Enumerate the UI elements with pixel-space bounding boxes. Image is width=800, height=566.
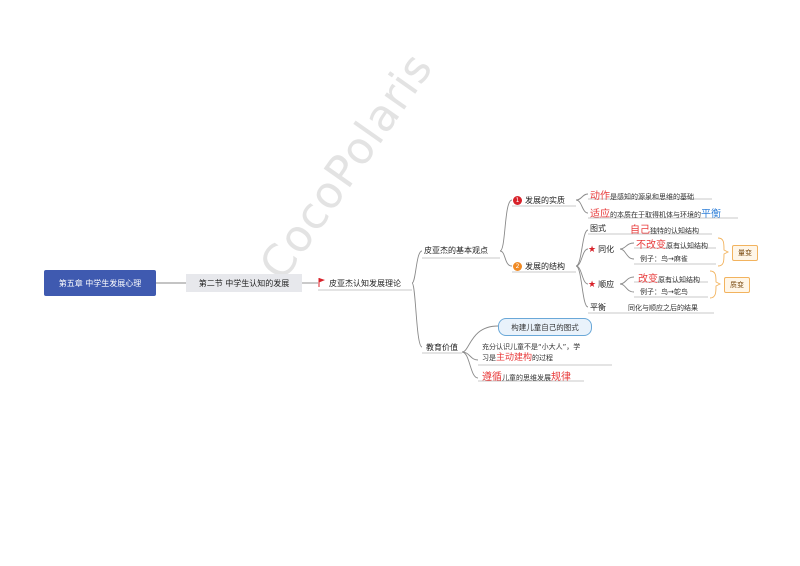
link-basic-structure — [499, 250, 513, 267]
key-action: 动作 — [590, 191, 610, 202]
essence-line-1-rest: 是感知的源泉和思维的基础 — [610, 193, 694, 201]
star-icon: ★ — [588, 280, 597, 290]
assimilation-line-1: 不改变原有认知结构 — [636, 236, 708, 251]
key-law: 规律 — [551, 372, 571, 383]
section-node[interactable]: 第二节 中学生认知的发展 — [186, 274, 302, 292]
accommodation-label: 顺应 — [598, 280, 615, 289]
link-essence-1 — [575, 193, 589, 201]
link-structure-balance — [575, 265, 589, 308]
accommodation-example: 例子：鸟→鸵鸟 — [640, 288, 688, 296]
link-theory-edu — [411, 282, 423, 348]
balance-text: 同化与顺应之后的结果 — [628, 304, 698, 312]
edu-line-2: 遵循儿童的思维发展规律 — [482, 368, 571, 383]
edu-line-1b-pre: 习是 — [482, 354, 496, 362]
assimilation-rest: 原有认知结构 — [666, 242, 708, 250]
brace-quant — [717, 237, 730, 267]
assimilation-label: 同化 — [598, 245, 615, 254]
key-follow: 遵循 — [482, 372, 502, 383]
key-change: 改变 — [638, 274, 658, 285]
brace-qual — [709, 270, 722, 299]
theory-label: 皮亚杰认知发展理论 — [329, 279, 401, 288]
theory-node[interactable]: 皮亚杰认知发展理论 — [318, 278, 401, 289]
link-accom-2 — [619, 283, 635, 293]
essence-line-1: 动作是感知的源泉和思维的基础 — [590, 187, 694, 202]
link-assim-1 — [619, 242, 635, 250]
structure-label: 发展的结构 — [525, 262, 565, 271]
essence-label: 发展的实质 — [525, 196, 565, 205]
key-self: 自己 — [630, 225, 650, 236]
qualitative-change-tag[interactable]: 质变 — [724, 277, 750, 293]
basic-viewpoints-node[interactable]: 皮亚杰的基本观点 — [424, 246, 488, 255]
schema-node[interactable]: 图式 — [590, 224, 606, 233]
essence-line-2: 适应的本质在于取得机体与环境的平衡 — [590, 205, 721, 220]
root-node[interactable]: 第五章 中学生发展心理 — [44, 270, 156, 296]
assimilation-example: 例子：鸟→麻雀 — [640, 255, 688, 263]
badge-one: 1 — [513, 196, 522, 205]
link-edu-2 — [461, 351, 479, 379]
link-structure-schema — [575, 229, 589, 267]
key-no-change: 不改变 — [636, 240, 666, 251]
key-balance: 平衡 — [701, 209, 721, 220]
balance-node[interactable]: 平衡 — [590, 303, 606, 312]
schema-rest: 独特的认知结构 — [650, 227, 699, 235]
link-accom-1 — [619, 276, 635, 285]
link-assim-2 — [619, 248, 635, 260]
key-active-construct: 主动建构 — [496, 353, 533, 363]
edu-callout[interactable]: 构建儿童自己的图式 — [498, 318, 592, 336]
link-essence-2 — [575, 199, 589, 214]
key-adapt: 适应 — [590, 209, 610, 220]
edu-line-1a: 充分认识儿童不是“小大人”，学 — [482, 343, 581, 351]
accommodation-node[interactable]: ★顺应 — [588, 279, 614, 290]
accommodation-line-1: 改变原有认知结构 — [638, 270, 700, 285]
assimilation-node[interactable]: ★同化 — [588, 244, 614, 255]
quantitative-change-tag[interactable]: 量变 — [732, 245, 758, 261]
link-theory-basic — [411, 250, 423, 284]
link-edu-callout — [461, 325, 499, 353]
link-basic-essence — [499, 199, 513, 252]
accommodation-rest: 原有认知结构 — [658, 276, 700, 284]
edu-line-1: 充分认识儿童不是“小大人”，学 习是主动建构的过程 — [482, 342, 580, 364]
link-structure-assim — [575, 248, 589, 267]
schema-text: 自己独特的认知结构 — [630, 221, 699, 236]
edu-line-2-mid: 儿童的思维发展 — [502, 374, 551, 382]
star-icon: ★ — [588, 245, 597, 255]
edu-value-node[interactable]: 教育价值 — [426, 343, 458, 352]
edu-line-1b-post: 的过程 — [532, 354, 554, 362]
edu-line-1b: 习是主动建构的过程 — [482, 353, 580, 364]
red-flag-icon — [318, 278, 326, 287]
essence-line-2-mid: 的本质在于取得机体与环境的 — [610, 211, 701, 219]
badge-two: 2 — [513, 262, 522, 271]
